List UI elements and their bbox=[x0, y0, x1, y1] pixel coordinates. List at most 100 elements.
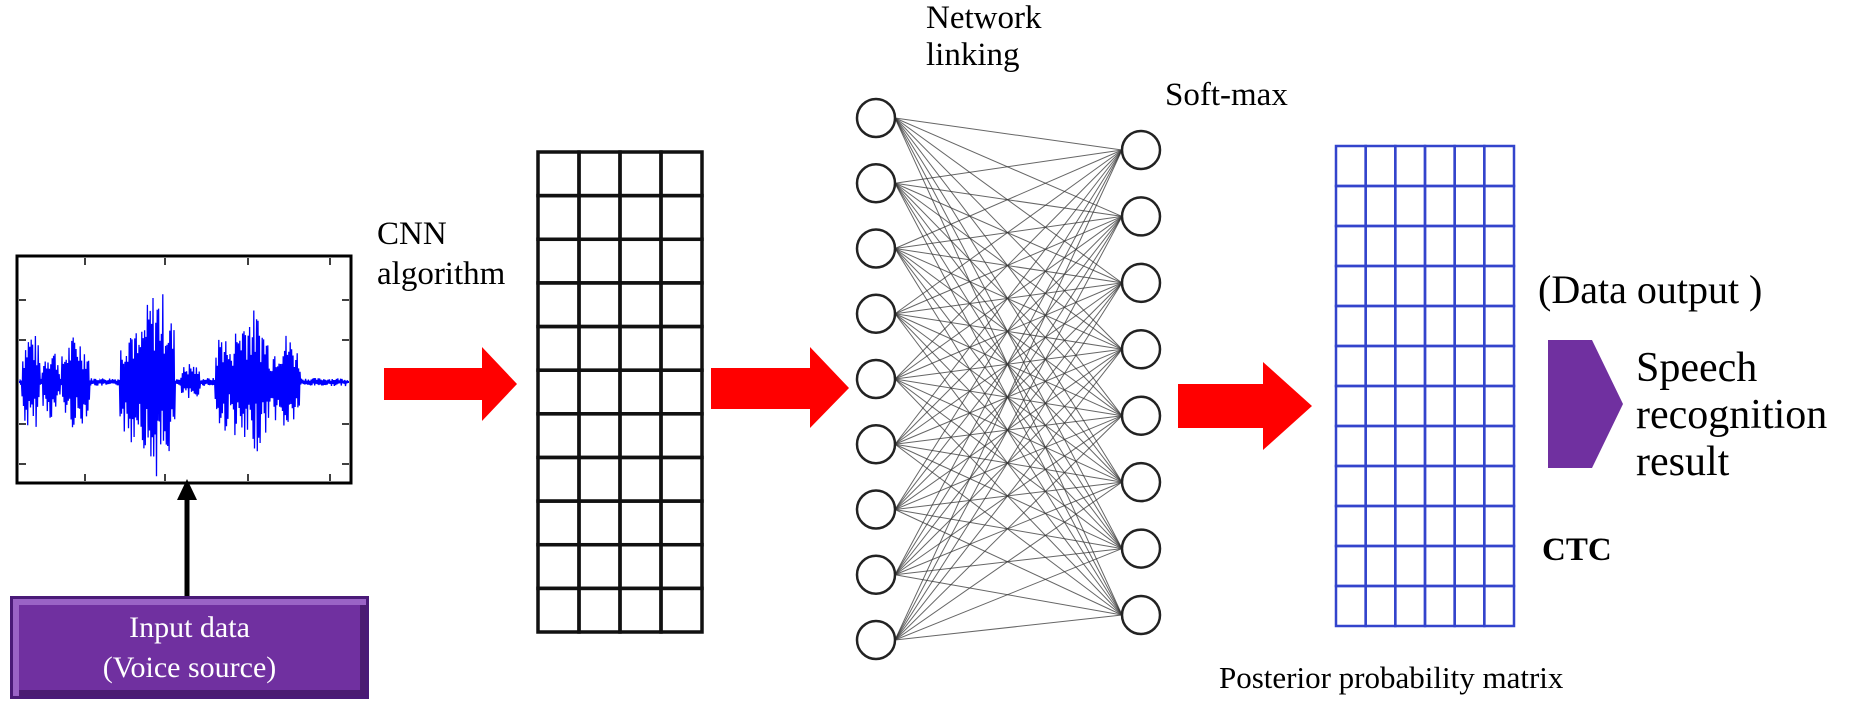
network-linking-line2: linking bbox=[926, 36, 1020, 73]
grid-cell bbox=[1423, 264, 1456, 308]
connection-line bbox=[894, 182, 1123, 217]
connection-line bbox=[894, 509, 1123, 550]
connection-line bbox=[894, 415, 1123, 641]
softmax-node bbox=[1120, 594, 1162, 636]
grid-cell bbox=[1394, 344, 1427, 388]
softmax-node bbox=[1120, 329, 1162, 370]
softmax-node bbox=[1120, 395, 1162, 436]
grid-cell bbox=[1483, 384, 1516, 428]
grid-cell bbox=[1334, 144, 1367, 188]
connection-line bbox=[894, 248, 1123, 417]
grid-cell bbox=[1453, 424, 1486, 468]
grid-cell bbox=[1334, 384, 1367, 428]
speech-line1: Speech bbox=[1636, 345, 1758, 391]
connection-line bbox=[894, 248, 1123, 284]
grid-cell bbox=[618, 281, 663, 329]
grid-cell bbox=[1394, 184, 1427, 228]
network-nodes bbox=[855, 97, 1162, 661]
grid-cell bbox=[1453, 224, 1486, 268]
connection-line bbox=[894, 443, 1123, 483]
grid-cell bbox=[1394, 224, 1427, 268]
grid-cell bbox=[1334, 264, 1367, 308]
grid-cell bbox=[577, 281, 622, 329]
grid-cell bbox=[659, 586, 704, 634]
grid-cell bbox=[536, 586, 581, 634]
connection-line bbox=[894, 248, 1123, 350]
input-node bbox=[855, 293, 897, 334]
grid-cell bbox=[536, 193, 581, 242]
data-output-label: (Data output ) bbox=[1538, 267, 1763, 312]
softmax-node bbox=[1120, 528, 1162, 569]
grid-cell bbox=[1394, 384, 1427, 428]
connection-line bbox=[894, 182, 1123, 284]
voice-waveform bbox=[19, 294, 349, 477]
connection-line bbox=[894, 149, 1123, 510]
grid-cell bbox=[1453, 144, 1486, 188]
grid-cell bbox=[1423, 464, 1456, 508]
grid-cell bbox=[536, 150, 581, 198]
connection-line bbox=[894, 574, 1123, 616]
grid-cell bbox=[536, 368, 581, 416]
grid-cell bbox=[1423, 384, 1456, 428]
grid-cell bbox=[577, 542, 622, 591]
grid-cell bbox=[1483, 544, 1516, 588]
grid-cell bbox=[618, 499, 663, 547]
grid-cell bbox=[536, 542, 581, 591]
grid-cell bbox=[1394, 544, 1427, 588]
grid-cell bbox=[1423, 344, 1456, 388]
input-arrow bbox=[177, 479, 197, 596]
grid-cell bbox=[1483, 424, 1516, 468]
network-connections bbox=[894, 117, 1123, 641]
grid-cell bbox=[536, 324, 581, 372]
connection-line bbox=[894, 149, 1123, 184]
grid-cell bbox=[1364, 264, 1397, 308]
grid-cell bbox=[659, 193, 704, 242]
grid-cell bbox=[1364, 544, 1397, 588]
grid-cell bbox=[1364, 184, 1397, 228]
speech-line2: recognition bbox=[1636, 392, 1828, 439]
grid-cell bbox=[577, 150, 622, 198]
grid-cell bbox=[1483, 304, 1516, 348]
grid-cell bbox=[1483, 184, 1516, 228]
speech-result-label: Speech recognition result bbox=[1636, 345, 1827, 486]
grid-cell bbox=[1334, 184, 1367, 228]
connection-line bbox=[894, 378, 1123, 417]
grid-cell bbox=[1364, 504, 1397, 548]
grid-cell bbox=[1334, 464, 1367, 508]
grid-cell bbox=[1453, 384, 1486, 428]
grid-cell bbox=[1394, 264, 1427, 308]
connection-line bbox=[894, 548, 1123, 641]
grid-cell bbox=[1423, 424, 1456, 468]
softmax-node bbox=[1120, 262, 1162, 304]
grid-cell bbox=[1423, 184, 1456, 228]
connection-line bbox=[894, 117, 1123, 151]
grid-cell bbox=[577, 499, 622, 547]
connection-line bbox=[894, 149, 1123, 445]
grid-cell bbox=[1483, 264, 1516, 308]
input-node bbox=[855, 619, 897, 661]
grid-cell bbox=[1364, 464, 1397, 508]
grid-cell bbox=[1483, 344, 1516, 388]
connection-line bbox=[894, 509, 1123, 616]
grid-cell bbox=[1334, 424, 1367, 468]
grid-cell bbox=[1394, 464, 1427, 508]
connection-line bbox=[894, 614, 1123, 641]
grid-cell bbox=[536, 237, 581, 285]
connection-line bbox=[894, 149, 1123, 249]
cnn-feature-grid bbox=[536, 150, 704, 634]
arrow-to-network bbox=[711, 347, 849, 428]
grid-cell bbox=[659, 499, 704, 547]
grid-cell bbox=[1453, 504, 1486, 548]
grid-cell bbox=[1453, 304, 1486, 348]
input-node bbox=[855, 163, 897, 204]
grid-cell bbox=[1423, 544, 1456, 588]
grid-cell bbox=[1394, 504, 1427, 548]
grid-cell bbox=[1423, 224, 1456, 268]
grid-cell bbox=[1423, 304, 1456, 348]
grid-cell bbox=[577, 193, 622, 242]
input-line2: (Voice source) bbox=[102, 650, 277, 684]
grid-cell bbox=[1394, 304, 1427, 348]
cnn-line1: CNN bbox=[377, 216, 447, 252]
ctc-label: CTC bbox=[1542, 532, 1612, 568]
